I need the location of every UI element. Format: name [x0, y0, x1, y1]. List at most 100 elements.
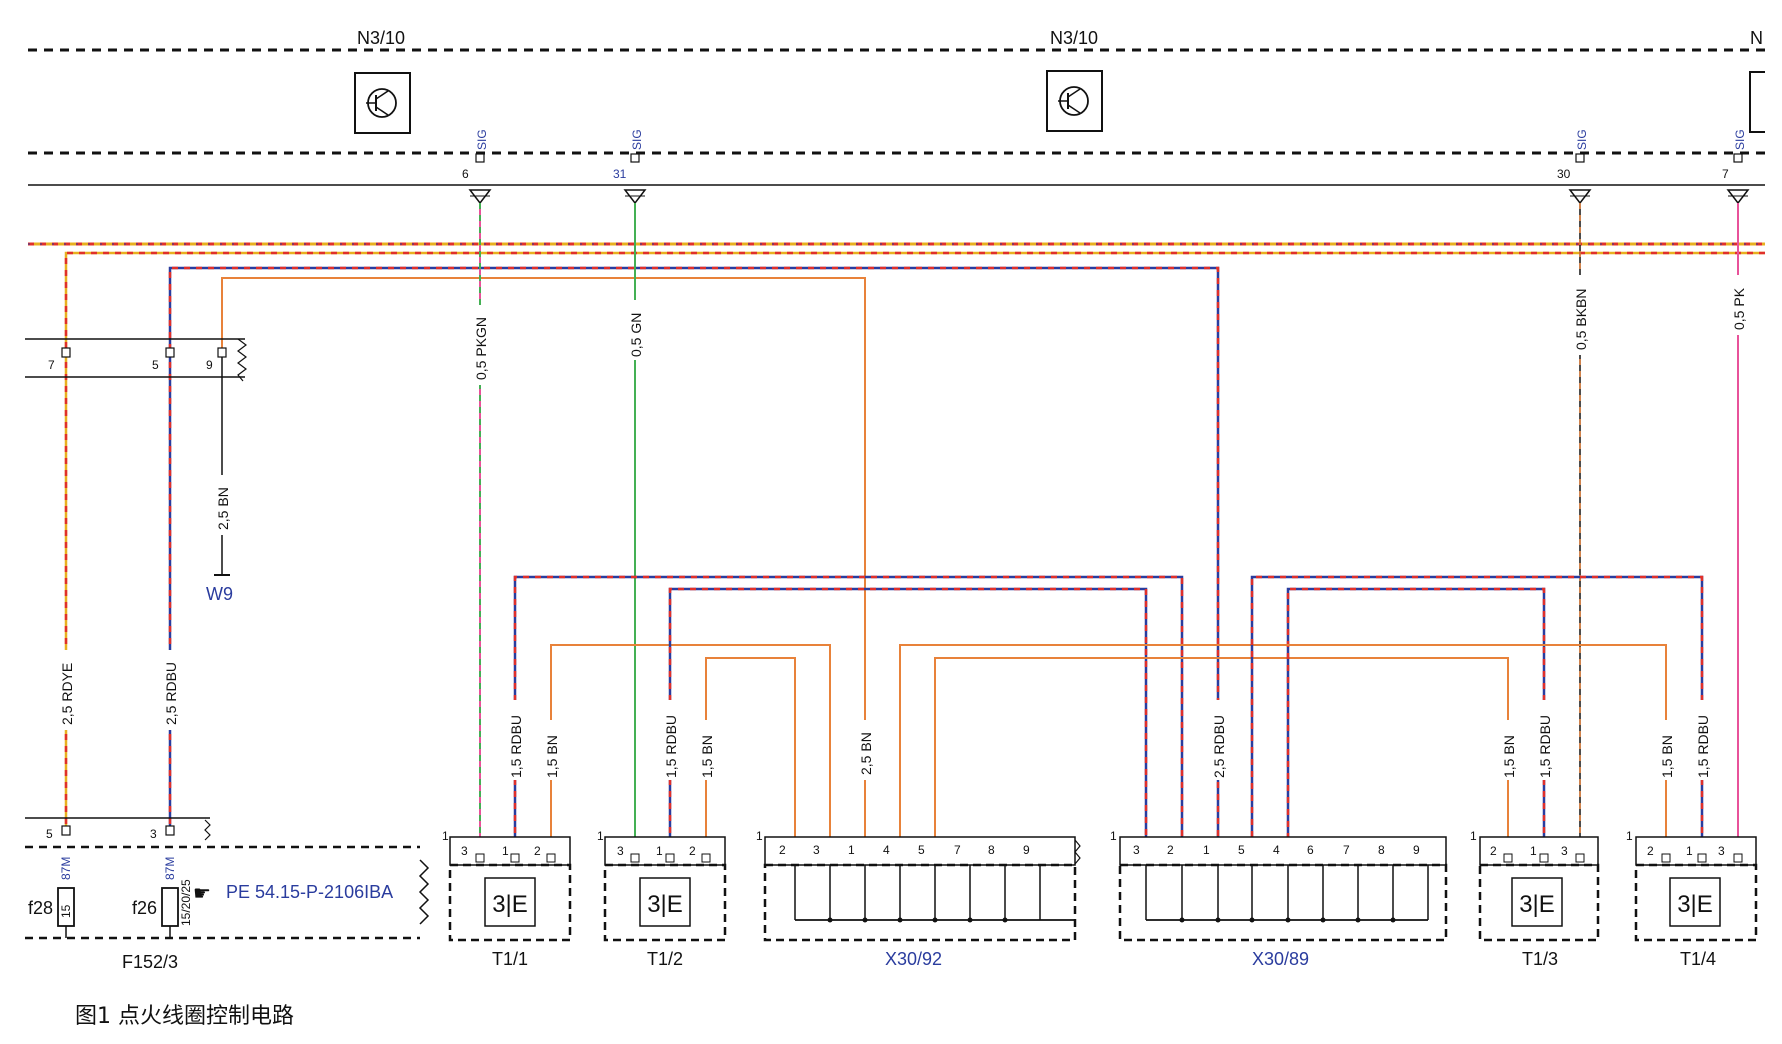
svg-text:2: 2	[1490, 844, 1497, 858]
svg-text:f28: f28	[28, 898, 53, 918]
svg-text:SIG: SIG	[1733, 129, 1747, 150]
svg-text:1,5 RDBU: 1,5 RDBU	[1695, 715, 1711, 778]
sig-pin-7: SIG 7	[1722, 129, 1750, 205]
figure-caption: 图1 点火线圈控制电路	[75, 1004, 294, 1029]
svg-text:5: 5	[46, 827, 53, 841]
svg-text:1: 1	[1686, 844, 1693, 858]
svg-text:X30/89: X30/89	[1252, 949, 1309, 969]
svg-text:T1/4: T1/4	[1680, 949, 1716, 969]
svg-text:0,5 PK: 0,5 PK	[1731, 287, 1747, 330]
sig-pin-6: SIG 6	[462, 129, 492, 205]
svg-text:1,5 BN: 1,5 BN	[699, 735, 715, 778]
svg-text:1,5 RDBU: 1,5 RDBU	[508, 715, 524, 778]
wire-bn-t12: 1,5 BN	[698, 657, 796, 845]
svg-text:2,5 BN: 2,5 BN	[858, 732, 874, 775]
svg-text:4: 4	[883, 843, 890, 857]
wire-rdbu-t13: 1,5 RDBU	[1286, 587, 1553, 845]
module-label-center: N3/10	[1050, 28, 1098, 48]
wire-bn-t13: 1,5 BN	[934, 657, 1517, 845]
svg-text:T1/1: T1/1	[492, 949, 528, 969]
ignition-coil-icon: 3|E	[1677, 891, 1713, 918]
svg-text:7: 7	[1343, 843, 1350, 857]
junction-x30-92: 1 2 3 1 4 5 7 8 9 X30/92	[756, 829, 1081, 969]
svg-text:0,5 PKGN: 0,5 PKGN	[473, 317, 489, 380]
svg-text:7: 7	[48, 358, 55, 372]
wire-bn-w9: 2,5 BN W9 2,5 BN	[206, 277, 874, 845]
wire-rdbu-left: 2,5 RDBU 2,5 RDBU	[162, 266, 1227, 845]
svg-text:1: 1	[597, 829, 604, 843]
svg-text:1: 1	[1470, 829, 1477, 843]
fuse-box-label: F152/3	[122, 952, 178, 972]
svg-text:X30/92: X30/92	[885, 949, 942, 969]
transistor-icon	[354, 72, 411, 134]
svg-text:1: 1	[1626, 829, 1633, 843]
coil-t1-4: 1 2 1 3 3|E T1/4	[1626, 829, 1758, 969]
svg-text:5: 5	[918, 843, 925, 857]
ignition-coil-icon: 3|E	[1519, 891, 1555, 918]
svg-text:5: 5	[1238, 843, 1245, 857]
svg-text:2: 2	[1647, 844, 1654, 858]
svg-text:SIG: SIG	[1575, 129, 1589, 150]
svg-text:30: 30	[1557, 167, 1571, 181]
ignition-coil-icon: 3|E	[492, 891, 528, 918]
wire-pkgn: 0,5 PKGN	[472, 203, 489, 845]
svg-text:1: 1	[848, 843, 855, 857]
wire-rdye: 2,5 RDYE	[58, 350, 75, 835]
svg-text:3: 3	[1561, 844, 1568, 858]
module-box-partial	[1749, 71, 1765, 133]
svg-text:9: 9	[1023, 843, 1030, 857]
svg-text:7: 7	[1722, 167, 1729, 181]
svg-text:31: 31	[613, 167, 627, 181]
svg-text:2,5 RDYE: 2,5 RDYE	[59, 663, 75, 725]
svg-text:87M: 87M	[163, 857, 177, 880]
svg-text:1,5 BN: 1,5 BN	[544, 735, 560, 778]
svg-text:SIG: SIG	[475, 129, 489, 150]
svg-text:2,5 BN: 2,5 BN	[215, 487, 231, 530]
svg-text:2: 2	[689, 844, 696, 858]
svg-text:5: 5	[152, 358, 159, 372]
pointing-hand-icon: ☛	[193, 883, 211, 905]
transistor-icon	[1046, 70, 1103, 132]
svg-text:9: 9	[206, 358, 213, 372]
power-bus	[28, 242, 1765, 350]
ignition-coil-icon: 3|E	[647, 891, 683, 918]
svg-text:1: 1	[1203, 843, 1210, 857]
svg-text:T1/3: T1/3	[1522, 949, 1558, 969]
svg-text:1: 1	[442, 829, 449, 843]
wire-bn-t11: 1,5 BN	[543, 644, 831, 845]
svg-text:0,5 GN: 0,5 GN	[628, 313, 644, 357]
svg-text:T1/2: T1/2	[647, 949, 683, 969]
fuse-box-f152-3: 5 3 87M 87M 15 15/20/25 f28 f26 F152/3	[25, 817, 430, 972]
junction-x30-89: 1 3 2 1 5 4 6 7 8 9 X30/89	[1110, 829, 1448, 969]
wire-rdbu-t14: 1,5 RDBU	[1250, 575, 1711, 845]
svg-text:3: 3	[461, 844, 468, 858]
sig-pin-30: SIG 30	[1557, 129, 1592, 205]
wire-rdbu-t12: 1,5 RDBU	[662, 587, 1148, 845]
wire-bn-t14: 1,5 BN	[899, 644, 1675, 845]
svg-text:8: 8	[988, 843, 995, 857]
svg-text:2,5 RDBU: 2,5 RDBU	[163, 662, 179, 725]
svg-text:6: 6	[462, 167, 469, 181]
svg-text:2: 2	[779, 843, 786, 857]
svg-text:SIG: SIG	[630, 129, 644, 150]
svg-text:9: 9	[1413, 843, 1420, 857]
svg-text:2,5 RDBU: 2,5 RDBU	[1211, 715, 1227, 778]
connector-top-left: 7 5 9	[25, 338, 247, 382]
module-label-left: N3/10	[357, 28, 405, 48]
svg-text:4: 4	[1273, 843, 1280, 857]
svg-text:1: 1	[1530, 844, 1537, 858]
svg-text:3: 3	[1133, 843, 1140, 857]
reference-text[interactable]: PE 54.15-P-2106IBA	[226, 882, 393, 902]
svg-text:f26: f26	[132, 898, 157, 918]
reference-link[interactable]: ☛ PE 54.15-P-2106IBA	[193, 882, 393, 905]
svg-text:15: 15	[59, 904, 73, 918]
svg-text:7: 7	[954, 843, 961, 857]
module-label-right: N	[1750, 28, 1763, 48]
svg-text:6: 6	[1307, 843, 1314, 857]
wire-bkbn: 0,5 BKBN	[1572, 203, 1589, 845]
coil-t1-1: 1 3 1 2 3|E T1/1	[442, 829, 572, 969]
w9-label: W9	[206, 584, 233, 604]
svg-text:3: 3	[150, 827, 157, 841]
wire-rdbu-t11: 1,5 RDBU	[507, 575, 1184, 845]
